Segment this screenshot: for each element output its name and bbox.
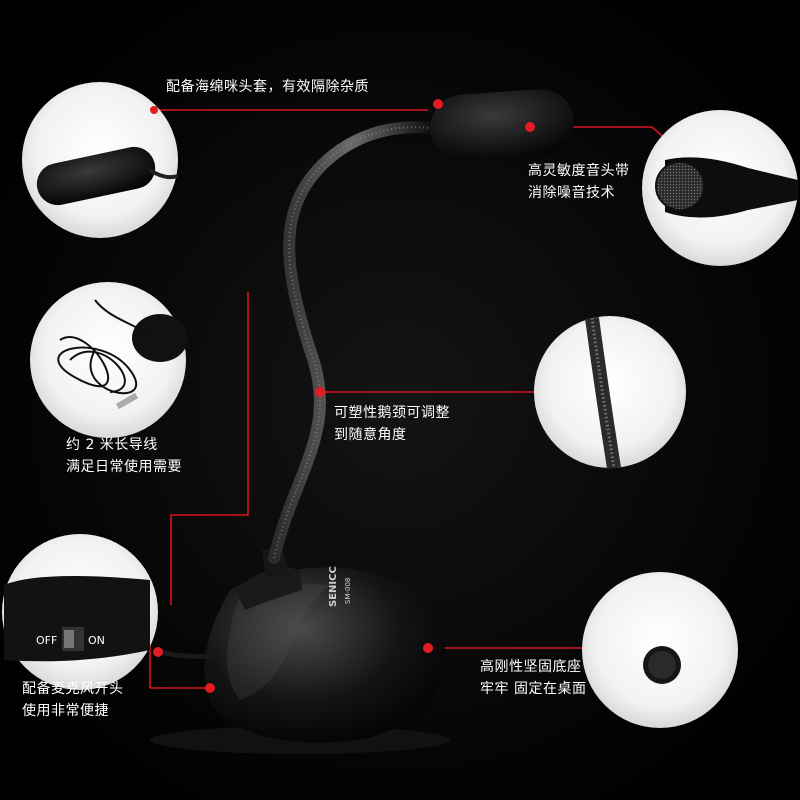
- foam-cover-closeup: [22, 82, 179, 238]
- callout-base-line1: 高刚性坚固底座: [480, 659, 582, 675]
- callout-switch-line2: 使用非常便捷: [22, 703, 109, 719]
- gooseneck-closeup: [534, 316, 686, 470]
- callout-dots: [150, 99, 535, 693]
- microphone: SENICC SM-008: [150, 89, 574, 754]
- callout-dot-switch: [205, 683, 215, 693]
- cable-closeup: [30, 282, 188, 438]
- callout-dot-head: [525, 122, 535, 132]
- callout-neck-line2: 到随意角度: [334, 427, 407, 443]
- callout-dot-neck: [315, 387, 325, 397]
- callout-base: 高刚性坚固底座 牢牢 固定在桌面: [480, 656, 586, 700]
- switch-off-label: OFF: [36, 634, 57, 647]
- callout-cable: 约 2 米长导线 满足日常使用需要: [66, 434, 182, 478]
- callout-dot-cable: [153, 647, 163, 657]
- base-closeup: [582, 572, 738, 728]
- model-text: SM-008: [344, 578, 352, 604]
- switch-closeup: OFF ON: [2, 534, 158, 690]
- callout-dot-base: [423, 643, 433, 653]
- callout-switch: 配备麦克风开头 使用非常便捷: [22, 678, 124, 722]
- switch-on-label: ON: [88, 634, 105, 647]
- callout-base-line2: 牢牢 固定在桌面: [480, 681, 587, 697]
- callout-dot-foam-main: [433, 99, 443, 109]
- callout-cable-line1: 约 2 米长导线: [66, 437, 158, 453]
- callout-neck-line1: 可塑性鹅颈可调整: [334, 405, 450, 421]
- callout-switch-line1: 配备麦克风开头: [22, 681, 124, 697]
- callout-line-cable: [170, 292, 249, 605]
- callout-dot-foam: [150, 106, 158, 114]
- callout-foam-line1: 配备海绵咪头套，有效隔除杂质: [166, 79, 369, 95]
- callout-head-line2: 消除噪音技术: [528, 185, 615, 201]
- callout-gooseneck: 可塑性鹅颈可调整 到随意角度: [334, 402, 450, 446]
- callout-sensitive-head: 高灵敏度音头带 消除噪音技术: [528, 160, 630, 204]
- mic-head-closeup: [642, 110, 798, 266]
- callout-foam-cover: 配备海绵咪头套，有效隔除杂质: [166, 76, 369, 98]
- callout-head-line1: 高灵敏度音头带: [528, 163, 630, 179]
- brand-text: SENICC: [328, 566, 339, 607]
- callout-cable-line2: 满足日常使用需要: [66, 459, 182, 475]
